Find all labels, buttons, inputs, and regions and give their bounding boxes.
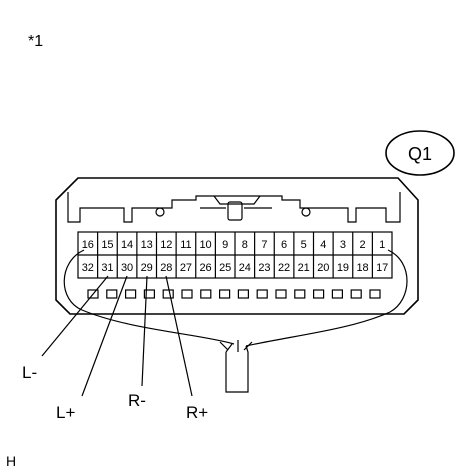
pin-number-2: 2 [360, 239, 366, 251]
pin-number-12: 12 [160, 239, 172, 251]
housing-bump-right [301, 207, 311, 217]
pin-number-16: 16 [82, 239, 94, 251]
bottom-tab [294, 289, 306, 299]
locking-latch [200, 195, 272, 221]
pin-number-6: 6 [281, 239, 287, 251]
connector-id-bubble [385, 130, 455, 176]
bottom-tab [350, 289, 362, 299]
pin-number-20: 20 [317, 262, 329, 274]
pin-number-31: 31 [101, 262, 113, 274]
footer-mark: H [6, 453, 16, 469]
pin-number-14: 14 [121, 239, 133, 251]
pin-number-1: 1 [379, 239, 385, 251]
bottom-tab [369, 289, 381, 299]
pin-number-8: 8 [242, 239, 248, 251]
callout-label-r-plus: R+ [186, 403, 208, 422]
bottom-tab [181, 289, 193, 299]
connector-bottom-tabs [87, 289, 381, 299]
pin-number-27: 27 [180, 262, 192, 274]
pin-number-25: 25 [219, 262, 231, 274]
callout-line-r-minus [141, 275, 148, 387]
bottom-tab [275, 289, 287, 299]
housing-inner-edge [67, 192, 401, 223]
wire-harness [63, 249, 408, 393]
pin-number-13: 13 [141, 239, 153, 251]
bottom-tab [237, 289, 249, 299]
callout-label-l-plus: L+ [56, 403, 75, 422]
bottom-tab [162, 289, 174, 299]
pin-number-17: 17 [376, 262, 388, 274]
pin-number-5: 5 [301, 239, 307, 251]
callout-label-l-minus: L- [22, 363, 37, 382]
callout-line-l-minus [41, 275, 109, 357]
pin-number-9: 9 [222, 239, 228, 251]
pin-number-10: 10 [199, 239, 211, 251]
housing-bump-left [155, 207, 165, 217]
pin-number-11: 11 [180, 239, 191, 251]
callout-line-l-plus [81, 275, 128, 397]
pin-number-28: 28 [160, 262, 172, 274]
bottom-tab [331, 289, 343, 299]
callout-label-r-minus: R- [128, 391, 146, 410]
bottom-tab [124, 289, 137, 299]
pin-number-7: 7 [261, 239, 267, 251]
pin-number-32: 32 [82, 262, 94, 274]
connector-id: Q1 [408, 144, 432, 164]
bottom-tab [256, 289, 268, 299]
pin-number-22: 22 [278, 262, 290, 274]
callout-line-r-plus [165, 275, 193, 397]
pin-number-3: 3 [340, 239, 346, 251]
pin-number-30: 30 [121, 262, 133, 274]
bottom-tab [87, 289, 99, 299]
pin-number-21: 21 [298, 262, 310, 274]
pin-number-15: 15 [101, 239, 113, 251]
bottom-tab [106, 289, 118, 299]
pin-number-29: 29 [141, 262, 153, 274]
bottom-tab [200, 289, 212, 299]
corner-note: *1 [28, 33, 43, 50]
pin-number-19: 19 [337, 262, 349, 274]
pin-number-23: 23 [258, 262, 270, 274]
pin-number-4: 4 [320, 239, 326, 251]
bottom-tab [313, 289, 325, 299]
connector-housing [55, 177, 419, 315]
pin-number-24: 24 [239, 262, 251, 274]
pin-number-18: 18 [356, 262, 368, 274]
pin-callouts: L- L+ R- R+ [22, 275, 208, 422]
bottom-tab [219, 289, 231, 299]
bottom-tab [143, 289, 155, 299]
pin-number-26: 26 [199, 262, 211, 274]
